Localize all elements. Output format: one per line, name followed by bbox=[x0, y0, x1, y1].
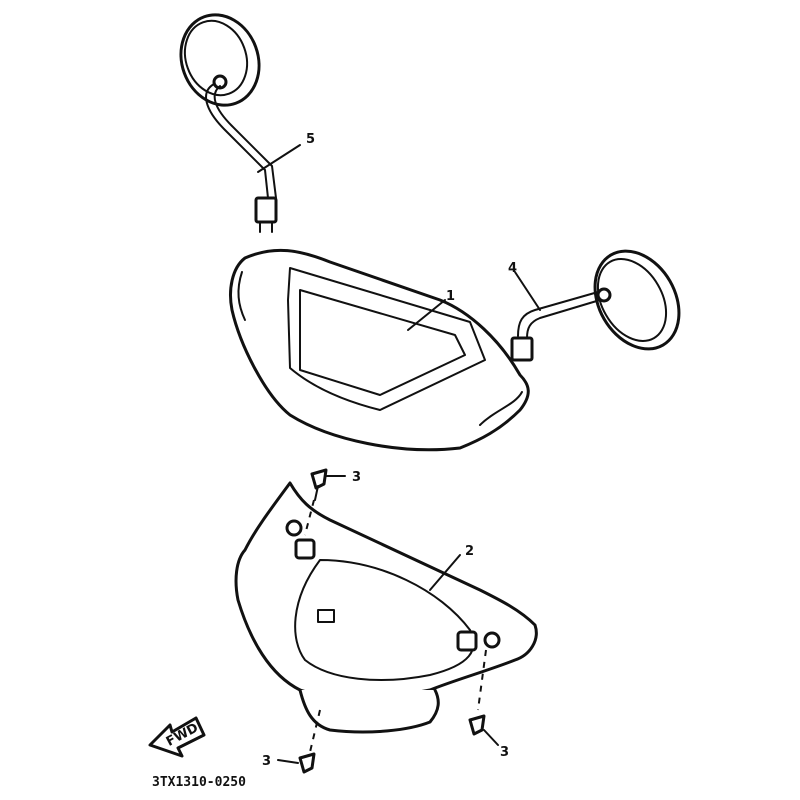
mirror-left-mount bbox=[254, 196, 278, 224]
callout-3-right: 3 bbox=[500, 745, 509, 760]
mirror-right-glass bbox=[593, 249, 681, 351]
mirror-right-mount bbox=[510, 336, 534, 362]
callout-5: 5 bbox=[306, 132, 315, 147]
mirror-left-glass bbox=[179, 13, 261, 107]
mirror-right bbox=[510, 249, 681, 362]
screw-bottom bbox=[298, 709, 321, 774]
callout-2: 2 bbox=[465, 544, 474, 559]
mirror-left bbox=[179, 13, 278, 233]
handlebar-cover-lower bbox=[234, 481, 538, 734]
handlebar-cover-upper bbox=[229, 248, 530, 452]
callout-3-top: 3 bbox=[352, 470, 361, 485]
screw-top bbox=[304, 468, 328, 536]
fwd-arrow-icon: FWD bbox=[148, 716, 206, 758]
callout-4: 4 bbox=[508, 261, 517, 276]
diagram-code: 3TX1310-0250 bbox=[152, 775, 246, 790]
screw-right bbox=[468, 649, 487, 736]
callout-1: 1 bbox=[446, 289, 455, 304]
callout-3-bottom: 3 bbox=[262, 754, 271, 769]
